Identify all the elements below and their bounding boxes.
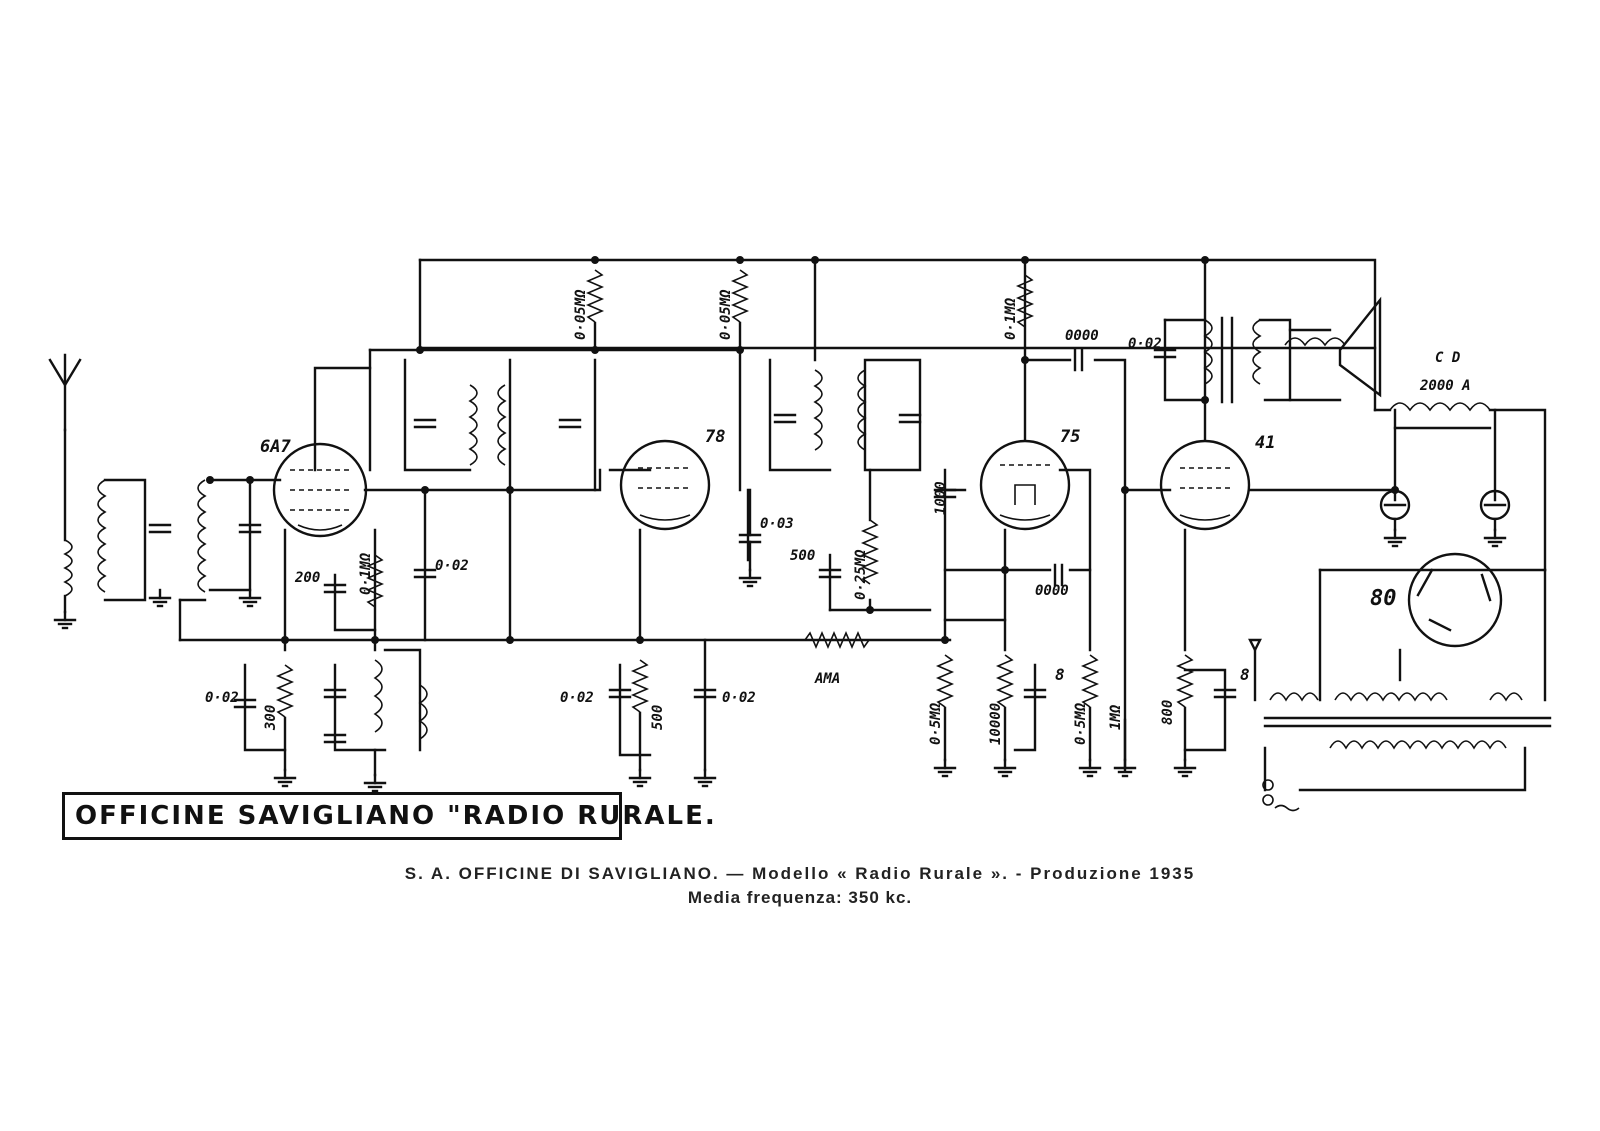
label-c-002-top: 0·02 [1128, 336, 1162, 352]
if-transformer-2 [813, 369, 867, 451]
field-coil [1389, 402, 1492, 430]
tube-80 [1407, 552, 1503, 648]
tube-label-6a7: 6A7 [260, 437, 291, 457]
tube-label-80: 80 [1370, 586, 1397, 611]
label-c-002-mid: 0·02 [435, 558, 469, 574]
label-c-200: 200 [294, 570, 320, 586]
tube-label-78: 78 [705, 427, 725, 447]
antenna-icon [48, 353, 82, 630]
label-c-0000: 0000 [1065, 328, 1099, 344]
filter-cap-2 [1479, 489, 1511, 548]
tube-label-75: 75 [1060, 427, 1080, 447]
input-coil [97, 479, 207, 593]
component-labels: 6A7 78 75 41 80 0·05MΩ 0·05MΩ 0·1MΩ 0000… [205, 289, 1471, 745]
label-r-01: 0·1MΩ [358, 552, 374, 595]
if-transformer-1 [468, 384, 507, 466]
caption-line-2: Media frequenza: 350 kc. [687, 888, 913, 907]
label-c-500: 500 [790, 548, 815, 564]
label-r-005-a: 0·05MΩ [573, 289, 589, 340]
label-c-0000-b: 0000 [1035, 583, 1069, 599]
label-cd: C D [1435, 350, 1460, 366]
label-r-025: 0·25MΩ [853, 549, 869, 600]
label-c-003: 0·03 [760, 516, 794, 532]
label-c-8b: 8 [1240, 665, 1250, 684]
label-r-005-b: 0·05MΩ [718, 289, 734, 340]
label-ama: AMA [814, 671, 840, 687]
label-c-002-l: 0·02 [205, 690, 239, 706]
filter-cap-1 [1379, 489, 1411, 548]
tube-41 [1159, 439, 1251, 531]
resistors [275, 269, 1195, 777]
tube-label-41: 41 [1255, 433, 1275, 453]
title-plate-text: OFFICINE SAVIGLIANO "RADIO RURALE. [75, 801, 717, 831]
label-c-002-3: 0·02 [722, 690, 756, 706]
label-r-800: 800 [1160, 700, 1176, 725]
speaker-icon [1338, 296, 1382, 398]
osc-coils [373, 659, 428, 740]
capacitors [148, 348, 1237, 744]
caption-line-1: S. A. OFFICINE DI SAVIGLIANO. — Modello … [404, 864, 1196, 883]
power-transformer [1248, 638, 1552, 792]
tube-75 [979, 439, 1071, 531]
ground-symbols [148, 568, 1197, 793]
label-cd-val: 2000 A [1419, 378, 1471, 394]
label-r-10000: 10000 [988, 703, 1004, 745]
label-r-1m: 1MΩ [1108, 704, 1124, 730]
label-c-002-2: 0·02 [560, 690, 594, 706]
label-r-500: 500 [650, 705, 666, 730]
label-c-1000: 1000 [933, 481, 949, 515]
wiring [103, 258, 1547, 772]
tube-78 [619, 439, 711, 531]
title-plate: OFFICINE SAVIGLIANO "RADIO RURALE. [62, 792, 715, 840]
mains-input-icon [1262, 779, 1300, 812]
output-transformer [1203, 316, 1346, 404]
label-r-05-b: 0·5MΩ [1073, 702, 1089, 745]
junctions [206, 256, 1399, 644]
label-c-8a: 8 [1055, 665, 1065, 684]
label-r-300: 300 [263, 705, 279, 731]
label-r-05-a: 0·5MΩ [928, 702, 944, 745]
tube-6a7 [272, 442, 368, 538]
label-r-01-top: 0·1MΩ [1003, 297, 1019, 340]
